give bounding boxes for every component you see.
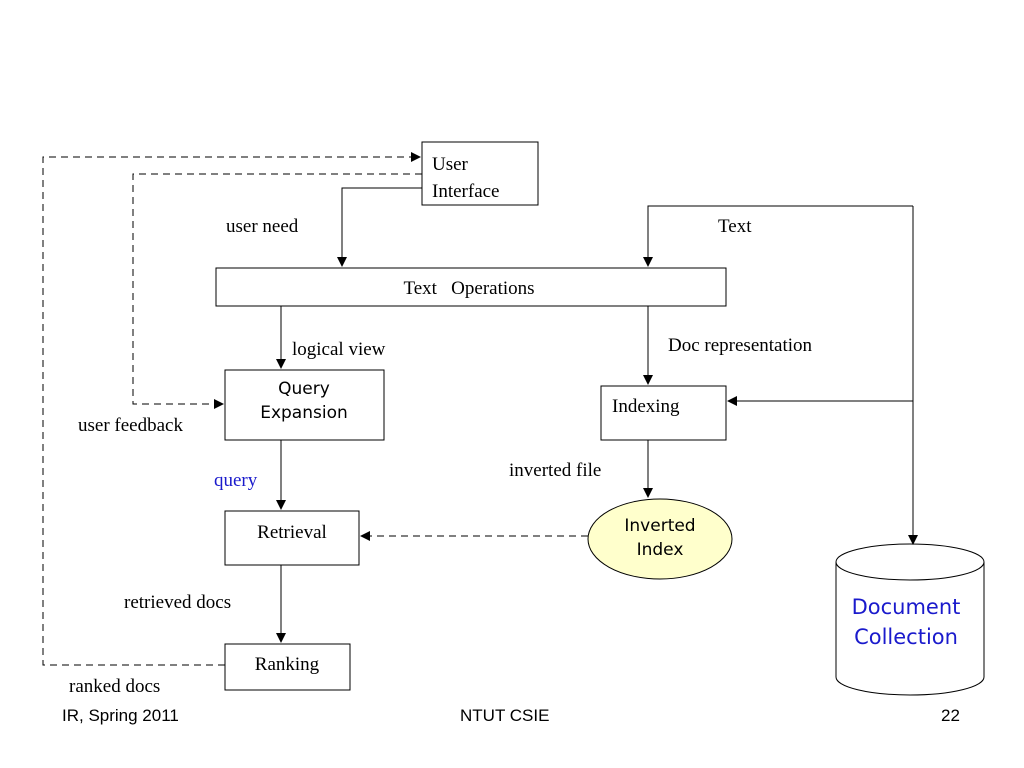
indexing-box: Indexing [600,385,727,441]
footer-institution: NTUT CSIE [460,706,550,725]
label-retrieved-docs: retrieved docs [124,592,231,613]
footer-page-number: 22 [941,706,960,725]
inverted-index-label-line2: Index [637,540,684,560]
footer-course: IR, Spring 2011 [62,706,179,725]
ranking-box: Ranking [224,643,351,691]
document-collection-cylinder: Document Collection [835,543,985,696]
label-inverted-file: inverted file [509,460,601,481]
inverted-index-ellipse [587,498,733,580]
ranking-to-ui-feedback-arrow [42,152,421,666]
retrieval-label: Retrieval [257,522,327,543]
ui-to-text-ops-arrow [337,187,422,267]
document-collection-label-line1: Document [852,595,961,619]
label-logical-view: logical view [292,339,386,360]
retrieval-box: Retrieval [224,510,360,566]
user-interface-label-line2: Interface [432,181,500,202]
collection-text-arrow [643,205,913,267]
document-collection-label-line2: Collection [854,625,958,649]
label-query: query [214,470,258,491]
query-expansion-label-line1: Query [278,379,330,399]
user-interface-label-line1: User [432,154,469,175]
label-user-need: user need [226,216,299,237]
query-expansion-label-line2: Expansion [260,403,348,423]
text-operations-box: Text Operations [215,267,727,307]
indexing-label: Indexing [612,396,680,417]
label-ranked-docs: ranked docs [69,676,160,697]
user-interface-box: User Interface [421,141,539,206]
inverted-index-label-line1: Inverted [624,516,695,536]
label-doc-representation: Doc representation [668,335,813,356]
label-text: Text [718,216,752,237]
inverted-index-node: Inverted Index [587,498,733,580]
user-feedback-arrow [132,173,422,409]
text-operations-label: Text Operations [403,278,534,299]
label-user-feedback: user feedback [78,415,183,436]
query-expansion-box: Query Expansion [224,369,385,441]
ranking-label: Ranking [255,654,320,675]
